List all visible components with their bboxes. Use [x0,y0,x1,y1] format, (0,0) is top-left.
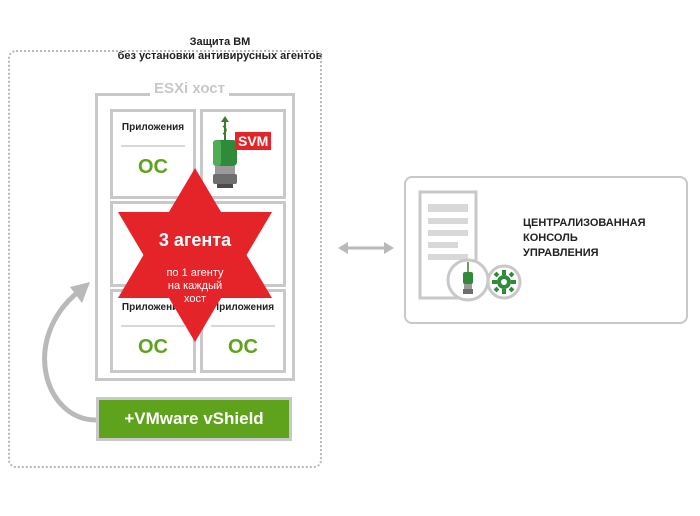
bidirectional-arrow-icon [338,242,394,254]
gear-icon [486,264,522,300]
console-agent-icon [446,258,490,302]
vm-divider [121,145,185,147]
agents-note-line-2: на каждый [167,280,223,292]
title-line-1: Защита ВМ [189,36,251,48]
agents-note: по 1 агенту на каждый хост [140,267,250,306]
vmware-vshield-bar: +VMware vShield [96,397,292,441]
vm-apps-label: Приложения [121,302,185,313]
agents-count-label: 3 агента [158,230,232,250]
svm-box: SVM [200,109,286,199]
agents-note-line-3: хост [183,293,207,305]
console-label-line-2: КОНСОЛЬ [523,232,578,244]
diagram-title: Защита ВМ без установки антивирусных аге… [60,35,380,63]
agents-note-line-1: по 1 агенту [166,267,224,279]
svm-agent-icon [213,116,237,188]
esxi-host-label: ESXi хост [150,80,229,97]
management-console-label: ЦЕНТРАЛИЗОВАННАЯ КОНСОЛЬ УПРАВЛЕНИЯ [523,216,646,261]
vm-apps-label: Приложения [121,122,185,133]
protection-area-frame [8,50,322,468]
vm-divider [121,325,185,327]
title-line-2: без установки антивирусных агентов [117,50,323,62]
vm-divider [211,325,275,327]
console-label-line-3: УПРАВЛЕНИЯ [523,247,599,259]
console-label-line-1: ЦЕНТРАЛИЗОВАННАЯ [523,217,646,229]
vm-os-label: ОС [138,336,168,358]
vm-os-label: ОС [138,156,168,178]
vm-box-top-left: Приложения ОС [110,109,196,199]
vm-apps-label: Приложения [211,302,275,313]
vm-os-label: ОС [228,336,258,358]
svm-label: SVM [235,132,272,150]
